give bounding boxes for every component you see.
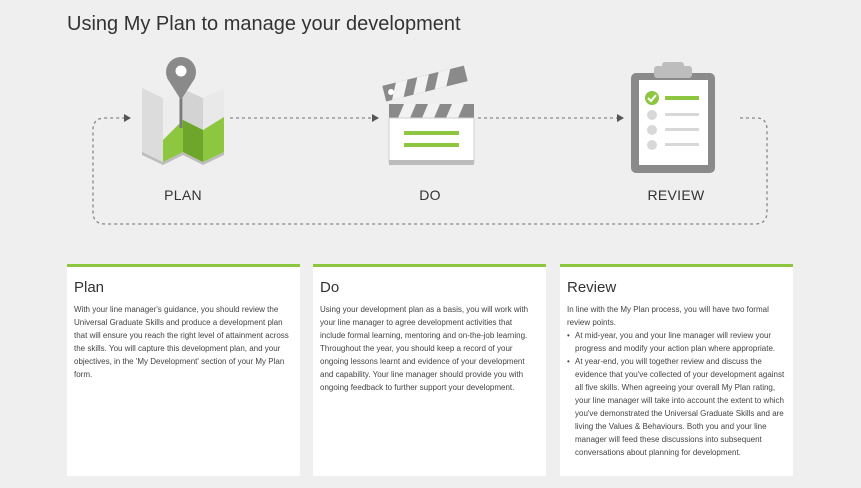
arrowhead-review — [617, 114, 624, 122]
plan-card: Plan With your line manager's guidance, … — [67, 264, 300, 476]
flow-connectors — [92, 117, 768, 225]
do-card: Do Using your development plan as a basi… — [313, 264, 546, 476]
review-point-yearend: At year-end, you will together review an… — [567, 355, 786, 459]
review-card: Review In line with the My Plan process,… — [560, 264, 793, 476]
map-pin-icon — [142, 57, 224, 165]
review-card-intro: In line with the My Plan process, you wi… — [567, 305, 769, 327]
page-title: Using My Plan to manage your development — [67, 13, 461, 35]
review-points-list: At mid-year, you and your line manager w… — [567, 329, 786, 459]
step-label-do: DO — [419, 187, 441, 203]
review-card-title: Review — [567, 279, 617, 296]
step-label-plan: PLAN — [164, 187, 202, 203]
arrowhead-do — [372, 114, 379, 122]
step-label-review: REVIEW — [647, 187, 705, 203]
clapperboard-icon — [382, 65, 475, 165]
plan-card-body: With your line manager's guidance, you s… — [74, 305, 289, 379]
review-point-midyear: At mid-year, you and your line manager w… — [567, 329, 786, 355]
clipboard-checklist-icon — [631, 62, 715, 173]
plan-card-title: Plan — [74, 279, 105, 296]
do-card-title: Do — [320, 279, 340, 296]
do-card-body: Using your development plan as a basis, … — [320, 305, 529, 392]
arrowhead-plan — [124, 114, 131, 122]
process-flow-diagram — [92, 57, 768, 225]
flow-arrowheads — [124, 114, 624, 122]
